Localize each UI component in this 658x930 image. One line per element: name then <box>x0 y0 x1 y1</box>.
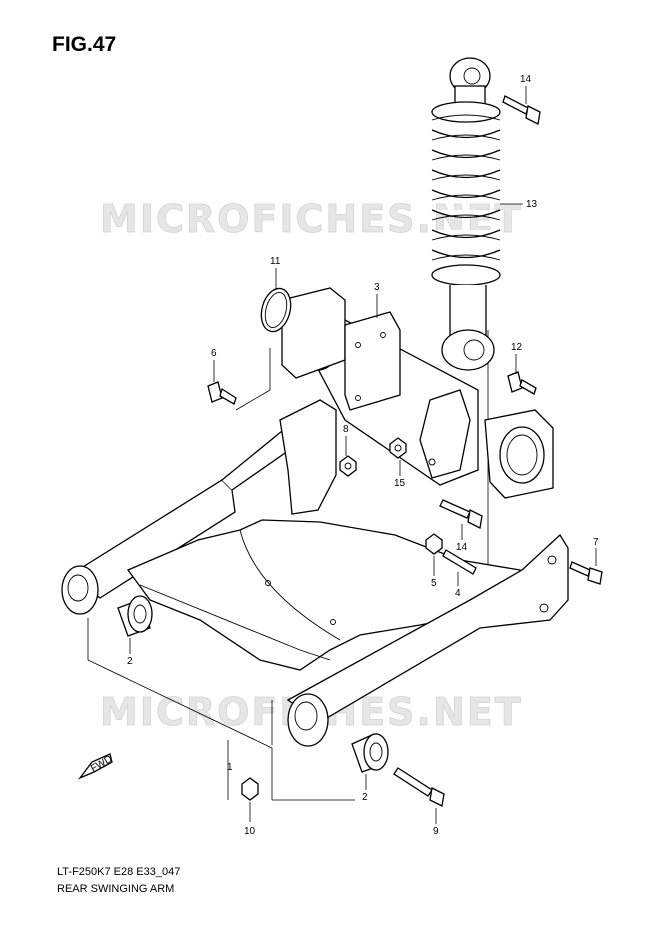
callout-7: 7 <box>593 537 599 548</box>
callout-6: 6 <box>211 348 217 359</box>
callout-1: 1 <box>227 762 233 773</box>
fwd-arrow-icon: FWD <box>78 753 114 780</box>
bolt-9 <box>393 767 445 807</box>
o-ring <box>260 287 292 333</box>
swing-arm <box>61 399 569 747</box>
bolt-6 <box>207 381 237 405</box>
callout-14-upper: 14 <box>520 74 532 85</box>
bushing-right <box>351 733 389 773</box>
callout-4: 4 <box>455 588 461 599</box>
callouts: 1 2 2 3 4 5 6 7 8 9 10 11 12 13 14 14 15 <box>127 74 599 837</box>
figure-title: FIG.47 <box>52 33 117 56</box>
callout-5: 5 <box>431 578 437 589</box>
callout-9: 9 <box>433 826 439 837</box>
model-code: LT-F250K7 E28 E33_047 <box>57 866 181 878</box>
bolt-14-upper <box>502 95 541 125</box>
axle-housing <box>281 287 554 499</box>
fwd-label: FWD <box>89 754 114 775</box>
callout-15: 15 <box>394 478 406 489</box>
bolt-7 <box>569 561 603 585</box>
diagram-caption: REAR SWINGING ARM <box>57 883 175 895</box>
nut-10 <box>241 777 259 801</box>
callout-12: 12 <box>511 342 523 353</box>
callout-14-lower: 14 <box>456 542 468 553</box>
callout-3: 3 <box>374 282 380 293</box>
callout-11: 11 <box>270 256 281 267</box>
nut-8 <box>339 455 357 477</box>
bolt-12 <box>507 371 537 395</box>
bolt-14-lower <box>439 499 483 529</box>
washer-5 <box>425 533 443 555</box>
callout-8: 8 <box>343 424 349 435</box>
nut-15 <box>389 437 407 459</box>
bushing-left <box>117 595 153 637</box>
callout-13: 13 <box>526 199 538 210</box>
shock-absorber <box>431 57 501 371</box>
leader-lines <box>129 86 597 824</box>
callout-2-left: 2 <box>127 656 133 667</box>
bolt-4 <box>442 549 477 575</box>
callout-10: 10 <box>244 826 256 837</box>
callout-2-right: 2 <box>362 792 368 803</box>
